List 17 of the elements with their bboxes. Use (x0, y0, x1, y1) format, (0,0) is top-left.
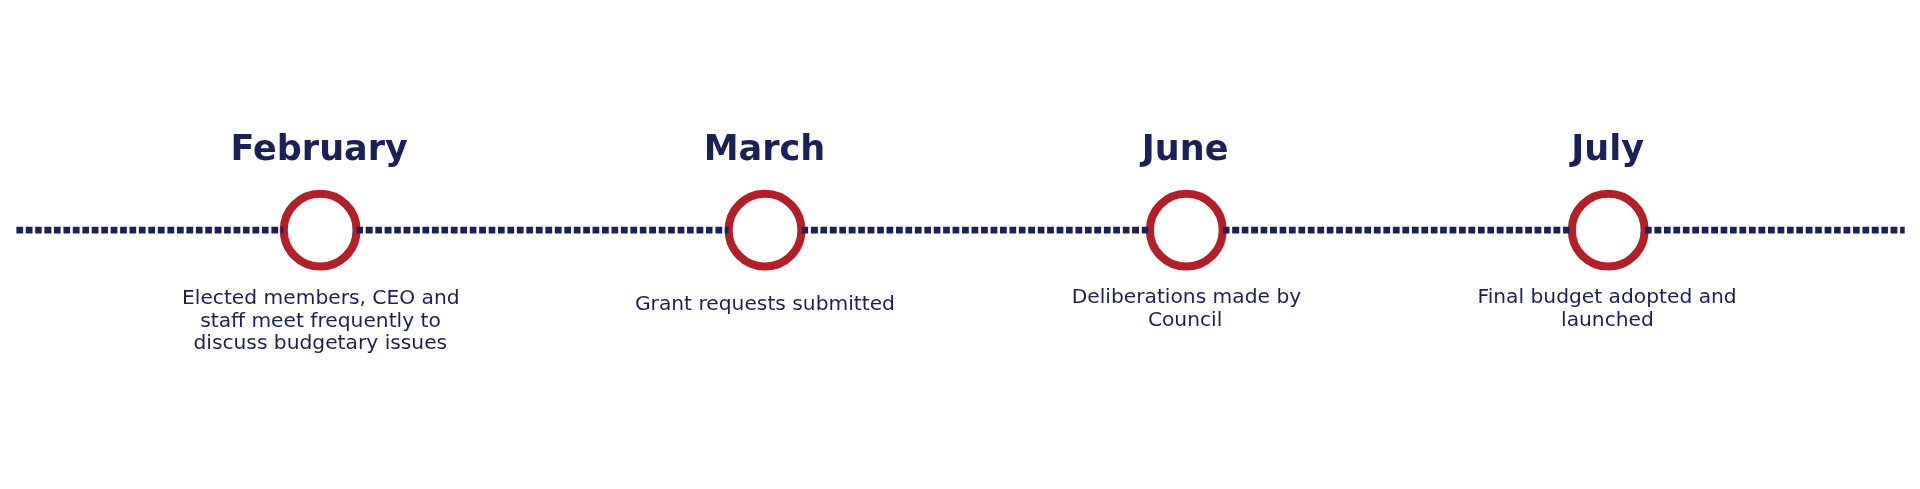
node-circle (279, 189, 361, 271)
node-label: Final budget adopted and launched (1476, 283, 1737, 331)
connector (801, 226, 1150, 234)
connector (1222, 226, 1572, 234)
node-circle (724, 189, 805, 271)
connector (356, 226, 729, 234)
connector (1644, 226, 1905, 234)
node-label: Elected members, CEO and staff meet frequently to discuss budgetary issues (181, 284, 460, 354)
node-circle (1145, 189, 1227, 271)
node-label: Grant requests submitted (634, 290, 895, 315)
node-label: June (1141, 126, 1228, 168)
connector (15, 226, 283, 234)
node-circle (1567, 189, 1649, 271)
node-label: March (703, 126, 825, 168)
node-label: July (1570, 126, 1644, 168)
node-label: Deliberations made by Council (1071, 283, 1301, 331)
node-label: February (230, 126, 408, 168)
